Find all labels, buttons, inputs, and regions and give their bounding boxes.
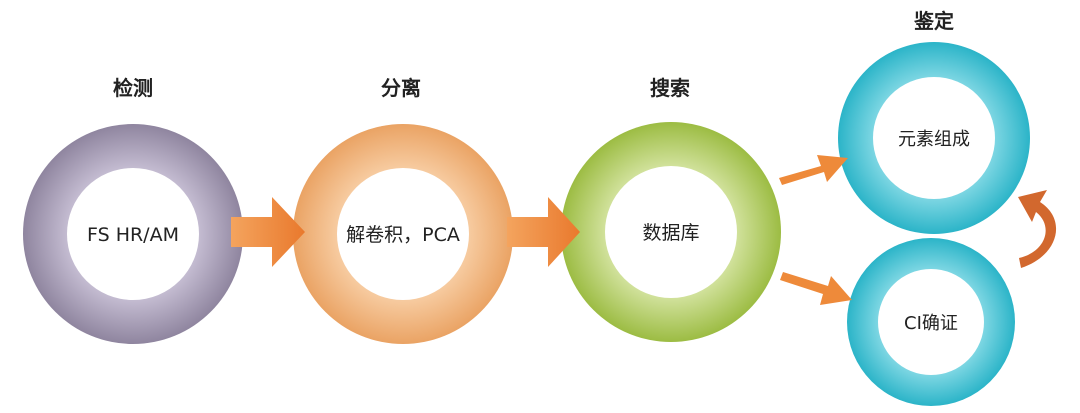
ring-search: [561, 122, 781, 342]
stage-title-search: 搜索: [650, 76, 690, 100]
loop-arrow: [1018, 190, 1057, 268]
ring-detect: [23, 124, 243, 344]
ring-label-ci-confirmation: CI确证: [904, 313, 958, 334]
arrow-separate-to-search: [507, 197, 580, 267]
ring-label-elemental-composition: 元素组成: [898, 129, 970, 150]
ring-label-separate: 解卷积，PCA: [346, 224, 460, 246]
stage-title-identify: 鉴定: [913, 9, 954, 33]
ring-elemental-composition: [838, 42, 1030, 234]
ring-label-search: 数据库: [642, 222, 699, 244]
stage-title-separate: 分离: [381, 76, 421, 100]
ring-label-detect: FS HR/AM: [87, 224, 179, 246]
ring-separate: [293, 124, 513, 344]
ring-ci-confirmation: [847, 238, 1015, 406]
stage-title-detect: 检测: [113, 76, 153, 100]
arrow-search-to-elemental: [779, 155, 848, 185]
arrow-search-to-ci: [780, 272, 852, 305]
arrow-detect-to-separate: [231, 197, 305, 267]
